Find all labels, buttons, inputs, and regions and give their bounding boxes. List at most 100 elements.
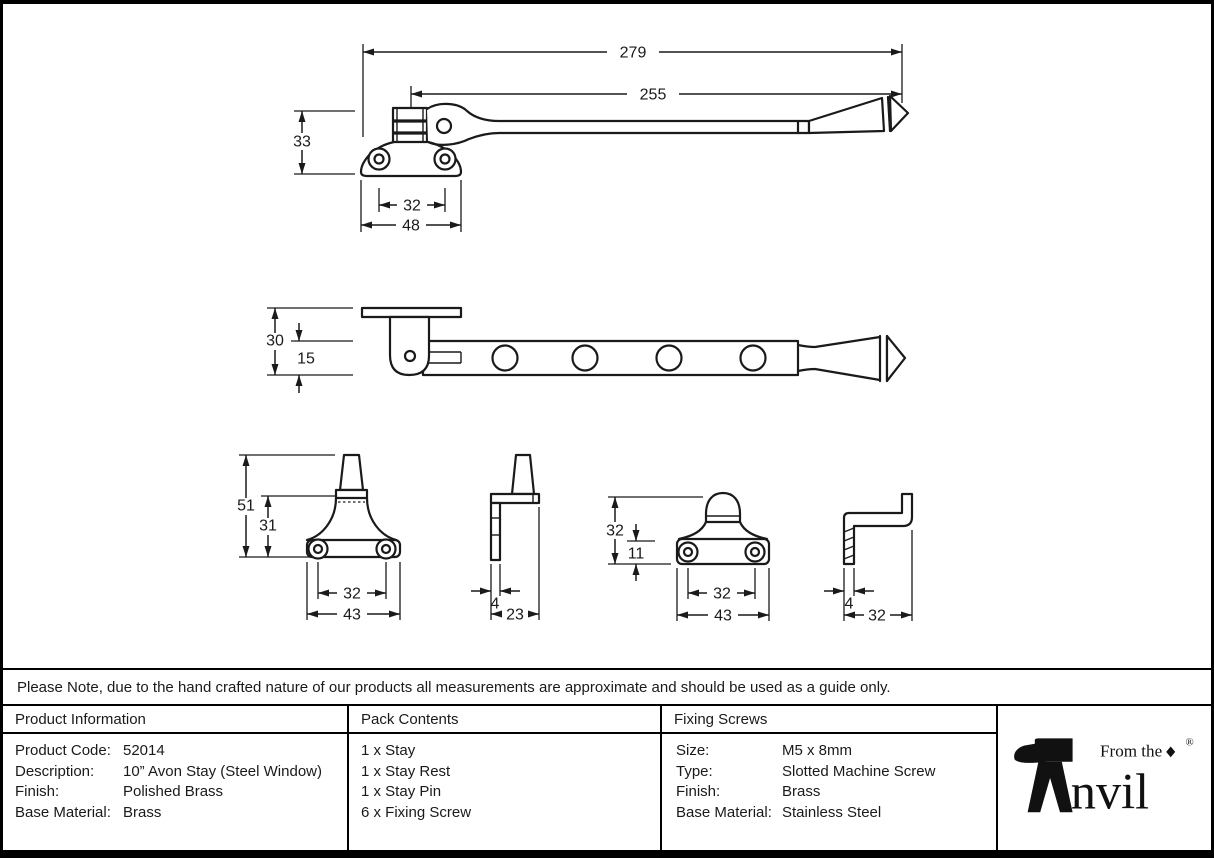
stay-side-view: 30 15: [261, 306, 907, 393]
technical-drawing: 279 255 33: [3, 4, 1211, 668]
row-value: 10” Avon Stay (Steel Window): [123, 762, 322, 780]
rest-flange: [360, 306, 463, 319]
dim-pin-width: 43: [306, 562, 401, 624]
logo-canvas: From the ® nvil: [1013, 737, 1193, 820]
logo-name-text: nvil: [1070, 764, 1148, 820]
svg-text:51: 51: [237, 498, 255, 515]
dim-rest-depth: 32: [844, 530, 913, 625]
product-information-header: Product Information: [3, 706, 347, 734]
note-bar: Please Note, due to the hand crafted nat…: [3, 668, 1211, 704]
table-row: Type: Slotted Machine Screw: [676, 762, 996, 783]
row-label: Description:: [15, 762, 95, 780]
rest-base-plate: [675, 537, 771, 566]
dim-pin-hole-spacing: 32: [317, 562, 387, 603]
pin-collar: [334, 488, 369, 500]
fixing-screws-cell: Fixing Screws Size: M5 x 8mm Type: Slott…: [660, 706, 996, 850]
row-label: Base Material:: [676, 803, 772, 821]
rest-foot-hole: [403, 349, 417, 363]
table-row: Finish: Brass: [676, 782, 996, 803]
svg-text:32: 32: [713, 586, 731, 603]
list-item: 1 x Stay: [361, 742, 416, 759]
svg-text:43: 43: [714, 608, 732, 625]
row-label: Type:: [676, 762, 713, 780]
anvil-icon: [1013, 738, 1073, 813]
bar-hole: [571, 344, 599, 372]
dim-bracket-width: 48: [360, 180, 462, 235]
dim-pin-height: 51: [232, 454, 339, 558]
pin-leg: [489, 501, 502, 562]
handle-tip: [888, 94, 910, 133]
product-information-body: Product Code: 52014 Description: 10” Avo…: [3, 734, 347, 823]
row-value: Slotted Machine Screw: [782, 762, 936, 780]
rest-dome: [704, 491, 742, 524]
product-information-cell: Product Information Product Code: 52014 …: [3, 706, 347, 850]
dim-rest-profile-height: 30: [261, 307, 353, 376]
diamond-icon: [1165, 746, 1175, 758]
svg-text:279: 279: [620, 45, 647, 62]
list-item: 1 x Stay Rest: [361, 762, 451, 780]
svg-text:4: 4: [491, 596, 500, 613]
brand-cell: From the ® nvil: [996, 706, 1211, 850]
svg-text:11: 11: [628, 546, 645, 563]
pin-bell-left: [305, 496, 338, 542]
pack-contents-header: Pack Contents: [349, 706, 660, 734]
dim-open-length: 255: [410, 85, 902, 114]
table-row: Base Material: Stainless Steel: [676, 803, 996, 824]
svg-text:15: 15: [297, 351, 315, 368]
svg-text:32: 32: [606, 523, 624, 540]
bar-hole: [739, 344, 767, 372]
svg-text:32: 32: [343, 586, 361, 603]
registered-mark: ®: [1185, 737, 1193, 749]
pin-bell-right: [365, 496, 398, 542]
svg-text:32: 32: [868, 608, 886, 625]
svg-text:43: 43: [343, 607, 361, 624]
info-table: Product Information Product Code: 52014 …: [3, 704, 1211, 850]
pin-plate-edge: [489, 492, 541, 505]
pack-contents-body: 1 x Stay 1 x Stay Rest 1 x Stay Pin 6 x …: [349, 734, 660, 823]
pivot-block: [391, 106, 429, 144]
row-label: Finish:: [676, 783, 721, 800]
pin-shaft: [338, 453, 365, 492]
rest-skirt-right: [738, 520, 769, 541]
fixing-screws-header: Fixing Screws: [662, 706, 996, 734]
note-text: Please Note, due to the hand crafted nat…: [17, 678, 891, 696]
drawing-canvas: 279 255 33: [232, 43, 914, 625]
svg-text:48: 48: [402, 218, 420, 235]
svg-text:32: 32: [403, 198, 421, 215]
dim-bracket-hole-spacing: 32: [378, 188, 446, 215]
pin-shaft-side: [510, 453, 536, 496]
dim-pin-depth: 23: [491, 507, 540, 624]
row-value: 52014: [123, 742, 165, 759]
svg-text:23: 23: [506, 607, 524, 624]
dim-rest-width: 43: [676, 568, 770, 625]
stay-bar: [421, 339, 800, 377]
row-value: Stainless Steel: [782, 803, 882, 821]
mounting-plate: [359, 140, 463, 178]
bar-hole: [655, 344, 683, 372]
fixing-screws-body: Size: M5 x 8mm Type: Slotted Machine Scr…: [662, 734, 996, 823]
dim-pin-base-height: 31: [254, 495, 339, 557]
dim-overall-length: 279: [362, 43, 903, 137]
row-label: Finish:: [15, 783, 60, 800]
logo-from-the-text: From the: [1099, 741, 1161, 760]
svg-text:30: 30: [266, 333, 284, 350]
table-row: Finish: Polished Brass: [15, 782, 347, 803]
stay-top-view: 279 255 33: [286, 43, 910, 235]
row-label: Base Material:: [15, 803, 111, 821]
rest-skirt-left: [677, 520, 708, 541]
list-item: 1 x Stay Pin: [361, 783, 442, 800]
row-label: Product Code:: [15, 742, 111, 759]
pivot-eye-hole: [435, 117, 453, 135]
svg-text:31: 31: [259, 518, 277, 535]
table-row: Base Material: Brass: [15, 803, 347, 824]
dim-rest-height: 32: [601, 496, 703, 565]
svg-text:33: 33: [293, 134, 311, 151]
row-value: Brass: [123, 803, 162, 821]
row-value: Polished Brass: [123, 783, 224, 800]
table-row: Size: M5 x 8mm: [676, 741, 996, 762]
dim-bar-height: 15: [291, 323, 353, 393]
table-row: Product Code: 52014: [15, 741, 347, 762]
stay-pin-side-view: 4 23: [471, 453, 541, 624]
row-value: M5 x 8mm: [782, 742, 853, 759]
